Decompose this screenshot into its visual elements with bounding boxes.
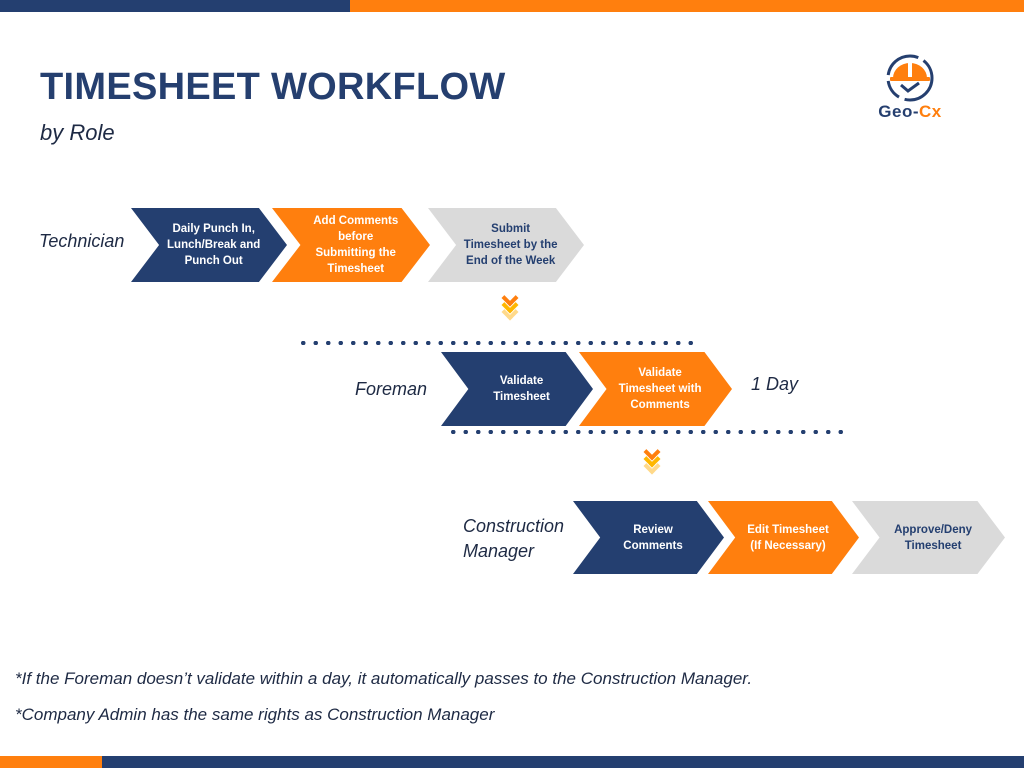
down-arrows-icon bbox=[642, 443, 662, 475]
bottom-bar-orange bbox=[0, 756, 102, 768]
role-construction-manager: Construction Manager bbox=[463, 516, 565, 561]
page-title: TIMESHEET WORKFLOW bbox=[40, 66, 506, 108]
step-review-comments: Review Comments bbox=[573, 501, 724, 574]
divider-dotted bbox=[447, 430, 843, 434]
duration-label: 1 Day bbox=[751, 374, 799, 394]
logo-text: Geo-Cx bbox=[878, 102, 942, 121]
step-add-comments: Add Comments before Submitting the Times… bbox=[272, 208, 430, 282]
geo-cx-logo: Geo-Cx bbox=[860, 52, 960, 124]
page-subtitle: by Role bbox=[40, 120, 115, 145]
step-validate-with-comments: Validate Timesheet with Comments bbox=[579, 352, 732, 426]
footnote-foreman: *If the Foreman doesn’t validate within … bbox=[15, 669, 753, 688]
footnote-company-admin: *Company Admin has the same rights as Co… bbox=[15, 705, 495, 724]
divider-dotted bbox=[297, 341, 693, 345]
step-edit-timesheet: Edit Timesheet (If Necessary) bbox=[708, 501, 859, 574]
step-daily-punch: Daily Punch In, Lunch/Break and Punch Ou… bbox=[131, 208, 287, 282]
bottom-bar-navy bbox=[102, 756, 1024, 768]
top-bar-navy bbox=[0, 0, 350, 12]
role-technician: Technician bbox=[39, 231, 125, 251]
step-approve-deny: Approve/Deny Timesheet bbox=[852, 501, 1005, 574]
down-arrows-icon bbox=[500, 289, 520, 321]
step-submit-timesheet: Submit Timesheet by the End of the Week bbox=[428, 208, 584, 282]
hard-hat-check-icon bbox=[886, 54, 934, 102]
step-validate-timesheet: Validate Timesheet bbox=[441, 352, 593, 426]
role-foreman: Foreman bbox=[355, 379, 428, 399]
top-bar-orange bbox=[350, 0, 1024, 12]
